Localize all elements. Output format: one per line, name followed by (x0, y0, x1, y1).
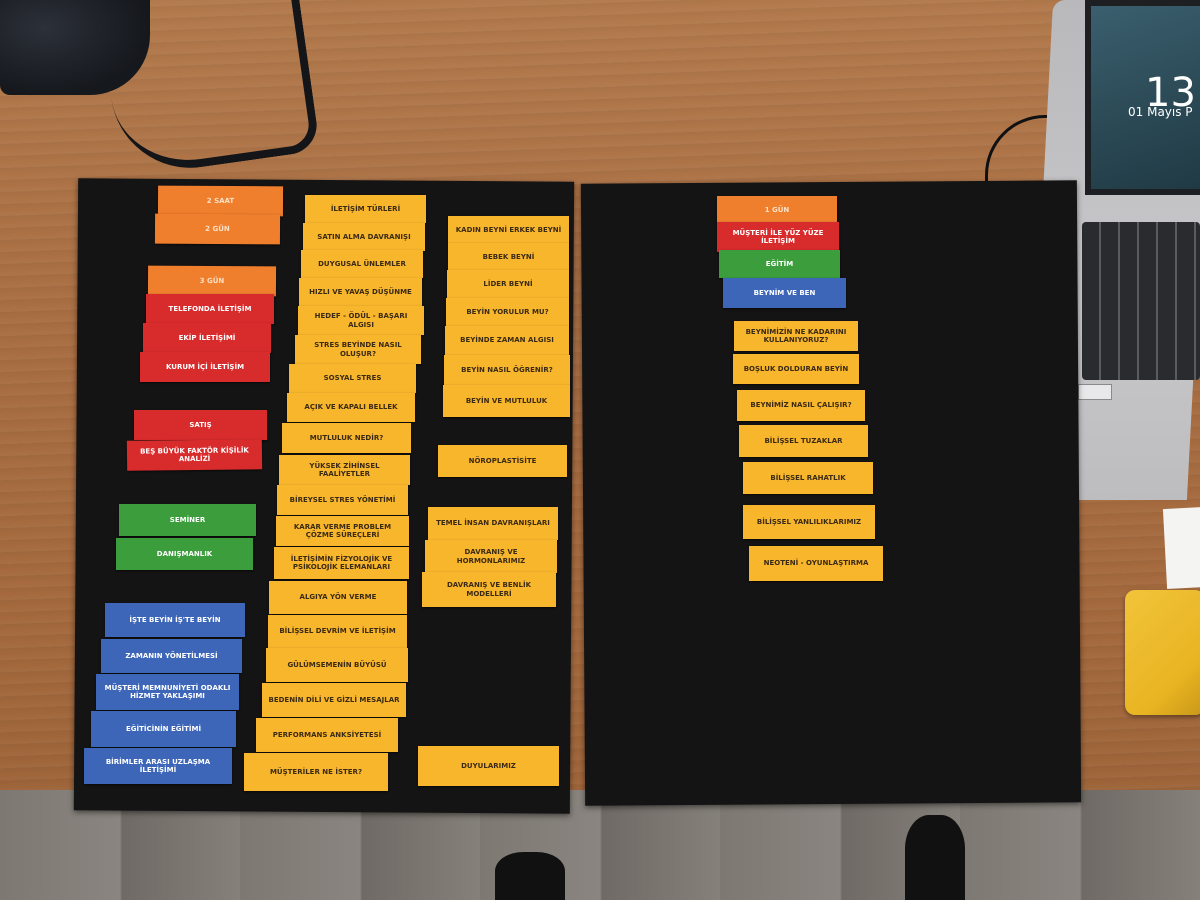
card-yellow-sosyal-stres: SOSYAL STRES (289, 364, 416, 393)
yellow-tin-box (1125, 590, 1200, 715)
card-yellow-davranis-benlik: DAVRANIŞ VE BENLİK MODELLERİ (422, 572, 556, 607)
laptop-screen (1085, 0, 1200, 195)
card-orange-2-gun: 2 GÜN (154, 213, 281, 245)
card-yellow-duygusal: DUYGUSAL ÜNLEMLER (301, 250, 423, 278)
card-green-egitim: EĞİTİM (719, 250, 840, 278)
paper-sheet (1162, 507, 1200, 589)
card-yellow-beyin-nasil: BEYİN NASIL ÖĞRENİR? (444, 355, 570, 385)
card-orange-1-gun: 1 GÜN (717, 196, 837, 224)
card-yellow-bilissel-rahatlik: BİLİŞSEL RAHATLIK (743, 462, 873, 494)
card-yellow-iletisimin-fizyolojik: İLETİŞİMİN FİZYOLOJİK VE PSİKOLOJİK ELEM… (274, 547, 409, 579)
card-yellow-bilissel-tuzaklar: BİLİŞSEL TUZAKLAR (739, 425, 868, 457)
card-blue-birimler: BİRİMLER ARASI UZLAŞMA İLETİŞİMİ (84, 748, 232, 784)
card-yellow-temel-insan: TEMEL İNSAN DAVRANIŞLARI (428, 507, 558, 540)
card-yellow-satin-alma: SATIN ALMA DAVRANIŞI (303, 223, 425, 251)
card-yellow-bebek-beyni: BEBEK BEYNİ (448, 243, 569, 271)
card-orange-2-saat: 2 SAAT (157, 185, 284, 217)
card-yellow-bosluk-dolduran: BOŞLUK DOLDURAN BEYİN (733, 354, 859, 384)
card-yellow-acik-kapali: AÇIK VE KAPALI BELLEK (287, 393, 415, 422)
card-yellow-hedef-odul: HEDEF - ÖDÜL - BAŞARI ALGISI (298, 306, 424, 335)
card-yellow-stres-beyinde: STRES BEYİNDE NASIL OLUŞUR? (295, 335, 421, 364)
card-yellow-iletisim-turleri: İLETİŞİM TÜRLERİ (305, 195, 426, 223)
card-orange-3-gun: 3 GÜN (147, 265, 277, 297)
card-yellow-gulumsemenin: GÜLÜMSEMENİN BÜYÜSÜ (266, 648, 408, 682)
card-yellow-bilissel-devrim: BİLİŞSEL DEVRİM VE İLETİŞİM (268, 615, 407, 648)
card-yellow-lider-beyni: LİDER BEYNİ (447, 270, 569, 299)
laptop-cable (985, 115, 1105, 220)
card-blue-beynim-ve-ben: BEYNİM VE BEN (723, 278, 846, 308)
card-green-danismanlik: DANIŞMANLIK (116, 538, 253, 570)
card-yellow-davranis-hormon: DAVRANIŞ VE HORMONLARIMIZ (425, 540, 557, 573)
card-yellow-bireysel-stres: BİREYSEL STRES YÖNETİMİ (277, 485, 408, 515)
laptop-sticker (1078, 384, 1112, 400)
card-red-yuz-yuze: MÜŞTERİ İLE YÜZ YÜZE İLETİŞİM (717, 222, 839, 252)
backpack-strap (99, 0, 321, 179)
card-yellow-beynimizin-ne-kadari: BEYNİMİZİN NE KADARINI KULLANIYORUZ? (734, 321, 858, 351)
card-yellow-performans: PERFORMANS ANKSİYETESİ (256, 718, 398, 752)
shoe-left (495, 852, 565, 900)
card-yellow-karar-verme: KARAR VERME PROBLEM ÇÖZME SÜREÇLERİ (276, 516, 409, 546)
card-yellow-musteriler-ne: MÜŞTERİLER NE İSTER? (244, 753, 388, 791)
card-blue-musteri: MÜŞTERİ MEMNUNİYETİ ODAKLI HİZMET YAKLAŞ… (96, 674, 239, 710)
card-yellow-hizli-yavas: HIZLI VE YAVAŞ DÜŞÜNME (299, 278, 422, 306)
card-yellow-yuksek-zihinsel: YÜKSEK ZİHİNSEL FAALİYETLER (279, 455, 410, 485)
card-yellow-beyin-yorulur: BEYİN YORULUR MU? (446, 298, 569, 327)
card-blue-egiticinin: EĞİTİCİNİN EĞİTİMİ (91, 711, 236, 747)
card-yellow-bilissel-yanliliklar: BİLİŞSEL YANLILIKLARIMIZ (743, 505, 875, 539)
card-yellow-beynimiz-nasil: BEYNİMİZ NASIL ÇALIŞIR? (737, 390, 865, 421)
backpack (0, 0, 150, 95)
laptop-keyboard (1082, 222, 1200, 380)
card-yellow-kadin-beyni: KADIN BEYNİ ERKEK BEYNİ (448, 216, 569, 244)
card-yellow-beyinde-zaman: BEYİNDE ZAMAN ALGISI (445, 326, 569, 355)
card-yellow-beyin-mutluluk: BEYİN VE MUTLULUK (443, 385, 570, 417)
card-green-seminer: SEMİNER (119, 504, 256, 536)
card-yellow-neoteni: NEOTENİ - OYUNLAŞTIRMA (749, 546, 883, 581)
card-red-telefonda: TELEFONDA İLETİŞİM (146, 294, 274, 324)
card-red-bes-buyuk: BEŞ BÜYÜK FAKTÖR KİŞİLİK ANALİZİ (126, 439, 263, 471)
card-red-satis: SATIŞ (134, 410, 267, 440)
card-yellow-duyularimiz: DUYULARIMIZ (418, 746, 559, 786)
card-yellow-noroplastisite: NÖROPLASTİSİTE (438, 445, 567, 477)
card-blue-zamanin: ZAMANIN YÖNETİLMESİ (101, 639, 242, 673)
shoe-right (905, 815, 965, 900)
card-yellow-bedenin-dili: BEDENİN DİLİ VE GİZLİ MESAJLAR (262, 683, 406, 717)
card-yellow-mutluluk-nedir: MUTLULUK NEDİR? (282, 423, 411, 453)
card-red-kurum-ici: KURUM İÇİ İLETİŞİM (140, 352, 270, 382)
lockscreen-date: 01 Mayıs P (1128, 105, 1193, 119)
card-blue-iste-beyin: İŞTE BEYİN İŞ'TE BEYİN (105, 603, 245, 637)
card-red-ekip: EKİP İLETİŞİMİ (143, 323, 271, 353)
card-yellow-algiya-yon: ALGIYA YÖN VERME (269, 581, 407, 614)
lockscreen-clock: 13:4 (1145, 70, 1200, 116)
